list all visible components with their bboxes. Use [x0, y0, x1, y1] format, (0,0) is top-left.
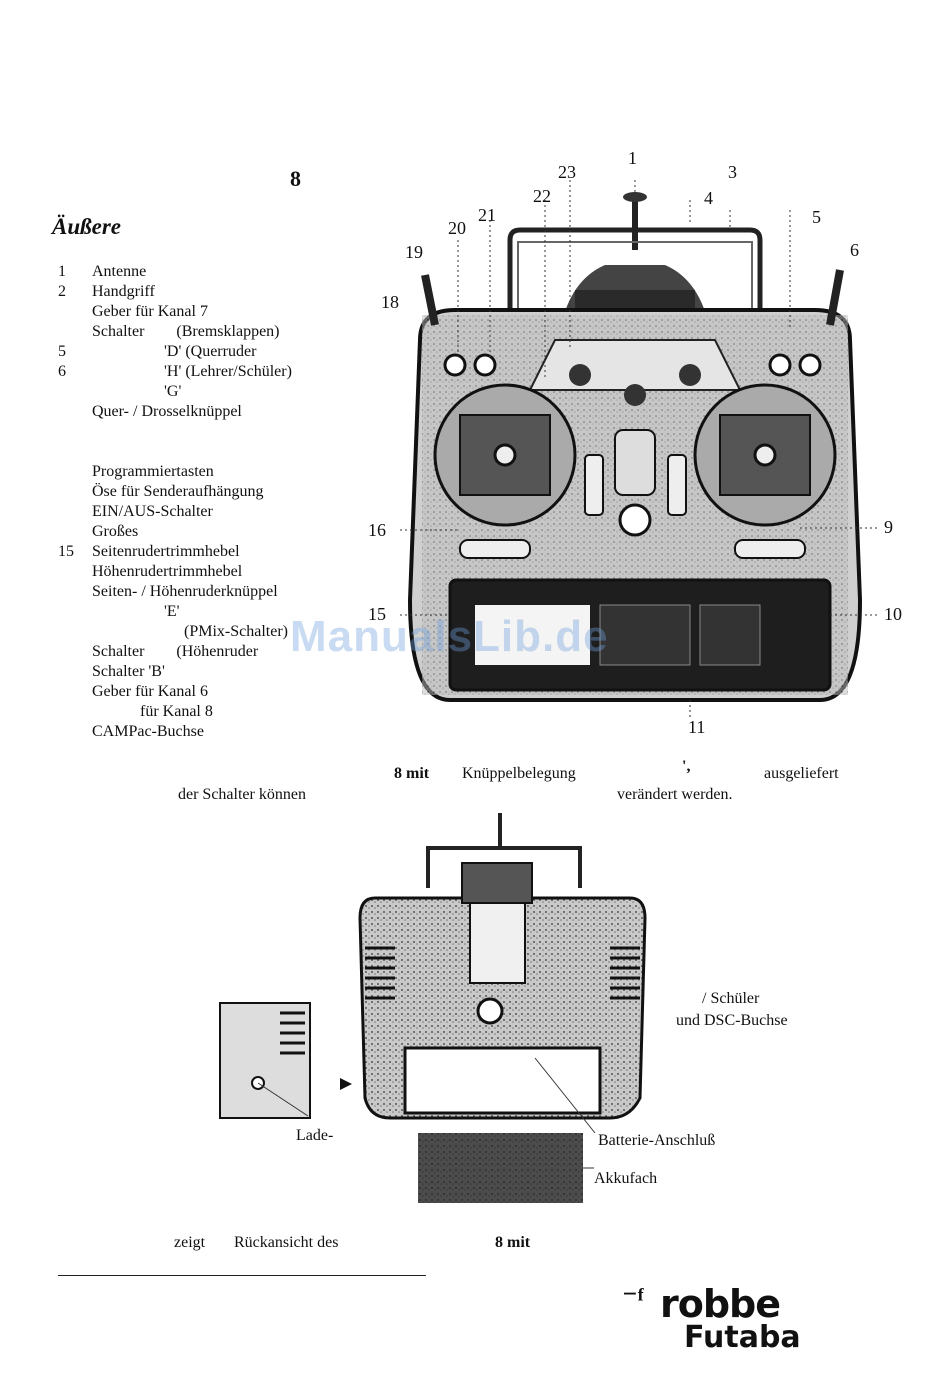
legend-item: Schalter 'B' — [0, 662, 380, 682]
label-schueler: / Schüler — [702, 990, 760, 1007]
legend-item-number: 15 — [58, 543, 74, 560]
futaba-logo: Futaba — [684, 1320, 801, 1355]
legend-item-number: 6 — [58, 363, 66, 380]
caption-1-part-b: Knüppelbelegung — [462, 765, 576, 782]
callout-20: 20 — [448, 218, 466, 238]
callout-5: 5 — [812, 207, 821, 227]
legend-item-text: Höhenrudertrimmhebel — [92, 563, 243, 580]
callout-16: 16 — [368, 520, 386, 540]
legend-item-text: Geber für Kanal 6 — [92, 683, 208, 700]
legend-item: Geber für Kanal 7 — [0, 302, 380, 322]
legend-item: Seiten- / Höhenruderknüppel — [0, 582, 380, 602]
legend-item-text: Programmiertasten — [92, 463, 214, 480]
legend-item: 15 Seitenrudertrimmhebel — [0, 542, 380, 562]
legend-item: 'G' — [0, 382, 380, 402]
callout-22: 22 — [533, 186, 551, 206]
caption-1-part-c: ', — [682, 758, 691, 775]
transmitter-rear-illustration — [219, 813, 647, 1203]
legend-item-text: Geber für Kanal 7 — [92, 303, 208, 320]
caption-1-part-f: verändert werden. — [617, 786, 733, 803]
legend-item-text: CAMPac-Buchse — [92, 723, 204, 740]
legend-item-text: Quer- / Drosselknüppel — [92, 403, 242, 420]
legend-item-text: Handgriff — [92, 283, 155, 300]
caption-2-rueckansicht: Rückansicht des — [234, 1234, 339, 1251]
caption-2-zeigt: zeigt — [174, 1234, 206, 1251]
callout-1: 1 — [628, 148, 637, 168]
legend-item-text: EIN/AUS-Schalter — [92, 503, 213, 520]
legend-item: 'E' — [0, 602, 380, 622]
callout-15: 15 — [368, 604, 386, 624]
legend-item-number: 5 — [58, 343, 66, 360]
legend-item: 2 Handgriff — [0, 282, 380, 302]
callout-6: 6 — [850, 240, 859, 260]
legend-item: Großes — [0, 522, 380, 542]
legend-item-text: Öse für Senderaufhängung — [92, 483, 264, 500]
section-title: Äußere — [52, 214, 121, 239]
callout-9: 9 — [884, 517, 893, 537]
transmitter-front-illustration — [400, 180, 880, 720]
callout-21: 21 — [478, 205, 496, 225]
legend-item: Geber für Kanal 6 — [0, 682, 380, 702]
legend-item: 1 Antenne — [0, 262, 380, 282]
legend-item-text: Schalter (Höhenruder — [92, 643, 259, 660]
legend-item-text: 'G' — [92, 383, 182, 400]
legend-item-text: 'D' (Querruder — [92, 343, 257, 360]
robbe-logo-mark: ⁻ᶠ — [622, 1283, 644, 1316]
legend-item-text: 'H' (Lehrer/Schüler) — [92, 363, 292, 380]
legend-item-number: 1 — [58, 263, 66, 280]
callout-19: 19 — [405, 242, 423, 262]
legend-item: 6 'H' (Lehrer/Schüler) — [0, 362, 380, 382]
legend-item: Öse für Senderaufhängung — [0, 482, 380, 502]
legend-item-text: Schalter (Bremsklappen) — [92, 323, 280, 340]
legend-item-text: Schalter 'B' — [92, 663, 165, 680]
legend-item-text: Antenne — [92, 263, 147, 280]
caption-1-part-d: ausgeliefert — [764, 765, 839, 782]
legend-item — [0, 422, 380, 442]
robbe-logo: robbe — [660, 1282, 781, 1326]
legend-item — [0, 442, 380, 462]
caption-1-part-e: der Schalter können — [178, 786, 306, 803]
legend-item-text: (PMix-Schalter) — [92, 623, 288, 640]
legend-item: Höhenrudertrimmhebel — [0, 562, 380, 582]
footer-rule — [58, 1275, 426, 1276]
label-lade: Lade- — [296, 1127, 334, 1144]
legend-item: Schalter (Bremsklappen) — [0, 322, 380, 342]
legend-item: (PMix-Schalter) — [0, 622, 380, 642]
callout-10: 10 — [884, 604, 902, 624]
callout-23: 23 — [558, 162, 576, 182]
caption-1-part-a: 8 mit — [394, 765, 430, 782]
legend-item: Schalter (Höhenruder — [0, 642, 380, 662]
legend-item-text: 'E' — [92, 603, 180, 620]
legend-item: Quer- / Drosselknüppel — [0, 402, 380, 422]
legend-item: CAMPac-Buchse — [0, 722, 380, 742]
page-number: 8 — [290, 166, 301, 191]
legend-item-number: 2 — [58, 283, 66, 300]
label-akkufach: Akkufach — [594, 1170, 658, 1187]
watermark: ManualsLib.de — [290, 612, 609, 661]
callout-18: 18 — [381, 292, 399, 312]
caption-2-mit: 8 mit — [495, 1234, 531, 1251]
callout-4: 4 — [704, 188, 713, 208]
callout-3: 3 — [728, 162, 737, 182]
legend-item-text: Seiten- / Höhenruderknüppel — [92, 583, 278, 600]
callout-11: 11 — [688, 717, 706, 737]
legend-item: 5 'D' (Querruder — [0, 342, 380, 362]
legend-item-text: Großes — [92, 523, 139, 540]
legend-item: für Kanal 8 — [0, 702, 380, 722]
legend-item: Programmiertasten — [0, 462, 380, 482]
legend-item-text: für Kanal 8 — [92, 703, 213, 720]
label-batterie-anschluss: Batterie-Anschluß — [598, 1132, 716, 1149]
label-dsc-buchse: und DSC-Buchse — [676, 1012, 788, 1029]
legend-item: EIN/AUS-Schalter — [0, 502, 380, 522]
legend-item-text: Seitenrudertrimmhebel — [92, 543, 240, 560]
